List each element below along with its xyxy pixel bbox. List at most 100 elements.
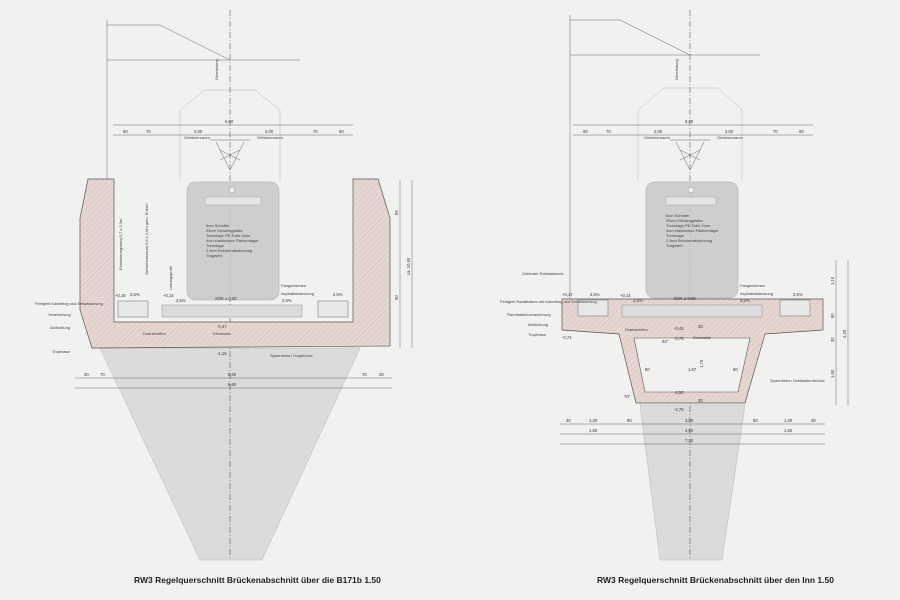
- layer-label: Tragwerk: [206, 253, 223, 258]
- layer-label: 25cm Gleistragplatte: [206, 228, 243, 233]
- level: -1,15: [217, 351, 227, 356]
- dim: 8,60: [228, 382, 237, 387]
- dim: 30: [698, 398, 703, 403]
- dim: 1,60: [589, 428, 598, 433]
- level: SOK ± 0,00: [674, 296, 696, 301]
- evacuation-label: Evakuierungsweg 0,7 x 2,0m: [118, 218, 123, 270]
- left-section: Oberleitung 6,60 60 70 2,00 2,00 70 60 G…: [35, 10, 413, 585]
- clearance-label: Gefahrenraum: [257, 135, 283, 140]
- level: SOK ± 0,00: [215, 296, 237, 301]
- dim: 30: [566, 418, 571, 423]
- dim: 7,20: [685, 438, 694, 443]
- left-train: [186, 181, 280, 301]
- dim: 1,30: [784, 418, 793, 423]
- dim: 60: [799, 129, 804, 134]
- dim: 30: [84, 372, 89, 377]
- layer-label: 2,5cm Brückenabdichtung: [206, 248, 252, 253]
- layer-label: Trennlage: [666, 233, 685, 238]
- left-caption: RW3 Regelquerschnitt Brückenabschnitt üb…: [134, 575, 381, 585]
- right-overhead-label: Oberleitung: [674, 59, 679, 80]
- level: +0,14: [163, 293, 174, 298]
- left-track-slab: [161, 304, 303, 318]
- callout: Verankerung: [48, 312, 71, 317]
- label: Kiesmatte: [693, 335, 712, 340]
- safety-space-label: Sicherheitsraum 0,6 x 2,0m gem. EnbaV: [144, 203, 149, 275]
- dim: 30: [811, 418, 816, 423]
- right-clearance-outline: [637, 87, 743, 180]
- right-layer-list: 6cm Schotter 25cm Gleistragplatte Trennl…: [666, 213, 719, 248]
- layer-label: 4cm elastisches Flächenlager: [666, 228, 719, 233]
- callout: Tropfnase: [528, 332, 547, 337]
- left-pantograph: [210, 139, 250, 171]
- callout: Abdichtung: [528, 322, 548, 327]
- dim: 60: [583, 129, 588, 134]
- dim: 70: [100, 372, 105, 377]
- level: -2,75: [674, 407, 684, 412]
- label: Kiesmatte: [213, 331, 232, 336]
- callout: Randbalkenverankerung: [507, 312, 551, 317]
- right-section: Oberleitung 6,60 60 70 2,00 2,00 70 60 G…: [500, 10, 849, 585]
- dim: 2,00: [725, 129, 734, 134]
- dim: 70: [362, 372, 367, 377]
- clearance-label: Gefahrenraum: [184, 135, 210, 140]
- level: -0,47: [217, 324, 227, 329]
- dim: 1,75: [699, 359, 704, 368]
- left-cable-trough: [117, 300, 149, 318]
- dim: 2,00: [265, 129, 274, 134]
- layer-label: 25cm Gleistragplatte: [666, 218, 703, 223]
- dim: 30: [379, 372, 384, 377]
- level: +0,14: [620, 293, 631, 298]
- dim: 70: [313, 129, 318, 134]
- dim: 1,60: [784, 428, 793, 433]
- layer-label: Tragwerk: [666, 243, 683, 248]
- profile-label: Leitungsprofil: [168, 266, 173, 290]
- right-track-slab: [621, 304, 763, 318]
- dim: 6,60: [685, 119, 694, 124]
- callout: Geländer Edelstahlnetz: [522, 271, 564, 276]
- dim: 1,67: [688, 367, 697, 372]
- slope: 2,5%: [176, 298, 186, 303]
- right-edge-beam: [779, 299, 811, 317]
- slope: 2,5%: [590, 292, 600, 297]
- dim: 1,50: [830, 369, 835, 378]
- label: Fangschienen: [740, 283, 765, 288]
- callout: Tropfnase: [52, 349, 71, 354]
- dim: 90: [394, 295, 399, 300]
- level: -0,74: [562, 335, 572, 340]
- label: Drainstreifen: [143, 331, 166, 336]
- layer-label: Trennlage PE-Folie 2mm: [666, 223, 711, 228]
- dim: 2,00: [194, 129, 203, 134]
- dim: 2,00: [654, 129, 663, 134]
- label: Spannbeton Hohlkastenbrücke: [770, 378, 825, 383]
- dim: 70: [146, 129, 151, 134]
- dim: 70: [606, 129, 611, 134]
- label: Spannbeton Trogbrücke: [270, 353, 313, 358]
- layer-label: 4cm elastisches Flächenlager: [206, 238, 259, 243]
- dim: 80: [733, 367, 738, 372]
- dim: 80: [753, 418, 758, 423]
- dim: 90: [830, 313, 835, 318]
- dim: 80: [645, 367, 650, 372]
- callout: Fertigteil Randbalken mit Kabeltrog und …: [500, 299, 597, 304]
- right-pantograph: [670, 139, 710, 171]
- slope: 2,5%: [740, 298, 750, 303]
- left-dim-total-top: 6,60: [225, 119, 234, 124]
- dim: ca. 10,50: [406, 257, 411, 275]
- level: -2,50: [674, 390, 684, 395]
- clearance-label: Gefahrenraum: [717, 135, 743, 140]
- slope: 2,5%: [793, 292, 803, 297]
- layer-label: 6cm Schotter: [666, 213, 690, 218]
- dim: 70: [773, 129, 778, 134]
- slope: 2,5%: [633, 298, 643, 303]
- left-edge-beam: [577, 299, 609, 317]
- dim: 30: [698, 324, 703, 329]
- label: Drainstreifen: [625, 327, 648, 332]
- dim: 30: [830, 337, 835, 342]
- right-overhead-mast: [569, 15, 760, 300]
- dim: 4,20: [842, 329, 847, 338]
- right-cable-trough: [317, 300, 349, 318]
- layer-label: 2,5cm Brückenabdichtung: [666, 238, 712, 243]
- dim: 1,10: [830, 276, 835, 285]
